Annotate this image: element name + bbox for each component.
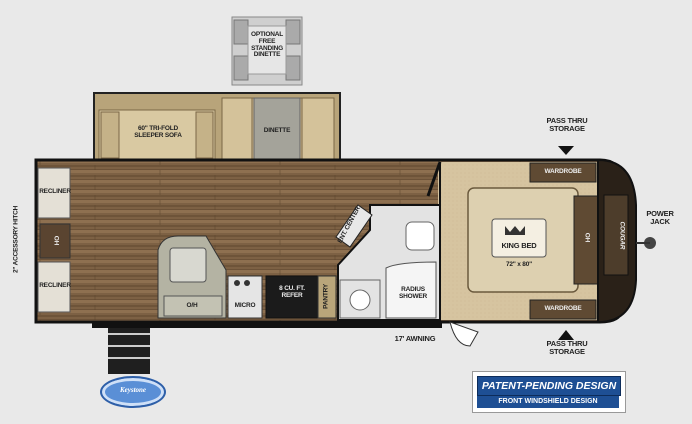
awning-label: 17' AWNING [394, 334, 436, 343]
power-jack-label: POWER JACK [646, 209, 674, 226]
kitchen-island [157, 235, 227, 319]
dinette-label: DINETTE [263, 127, 291, 134]
patent-badge: PATENT-PENDING DESIGN FRONT WINDSHIELD D… [472, 371, 626, 413]
oh-left-label: OH [52, 235, 60, 246]
sleeper-sofa-label: 60" TRI-FOLD SLEEPER SOFA [134, 125, 182, 139]
patent-badge-subtitle: FRONT WINDSHIELD DESIGN [477, 396, 619, 408]
patent-badge-title: PATENT-PENDING DESIGN [477, 376, 621, 396]
micro-label: MICRO [234, 302, 256, 309]
wardrobe-top-label: WARDROBE [544, 168, 582, 175]
wardrobe-bottom-label: WARDROBE [544, 305, 582, 312]
pantry-label: PANTRY [322, 284, 330, 309]
arrow-down-icon [558, 146, 574, 155]
pass-thru-top-label: PASS THRU STORAGE [546, 116, 588, 133]
arrow-up-icon [558, 330, 574, 340]
brand-logo-text: Keystone [119, 386, 147, 394]
awning-bar [92, 322, 442, 328]
entry-steps [108, 324, 150, 374]
appliances [227, 275, 337, 319]
recliner-top-label: RECLINER [39, 188, 71, 195]
recliner-bottom-label: RECLINER [39, 282, 71, 289]
door-swing [449, 321, 479, 347]
optional-dinette-group [231, 16, 303, 86]
king-bed-label: KING BED [501, 241, 537, 250]
brand-logo: Keystone [100, 376, 166, 408]
slide-out-room [93, 92, 341, 166]
oh-kitchen-label: O/H [186, 302, 198, 309]
oh-right-label: OH [583, 232, 591, 243]
bedroom-area [438, 162, 599, 320]
accessory-hitch-label: 2" ACCESSORY HITCH [12, 205, 20, 273]
pass-thru-bottom-label: PASS THRU STORAGE [546, 339, 588, 356]
front-cap [597, 158, 656, 324]
bed-size-label: 72" x 80" [505, 261, 533, 268]
recliners [37, 167, 71, 313]
brand-cap-label: COUGAR [618, 221, 626, 250]
refer-label: 8 CU. FT. REFER [279, 285, 305, 299]
optional-dinette-label: OPTIONAL FREE STANDING DINETTE [251, 31, 283, 59]
ent-center [335, 204, 373, 248]
radius-shower-label: RADIUS SHOWER [398, 286, 428, 300]
